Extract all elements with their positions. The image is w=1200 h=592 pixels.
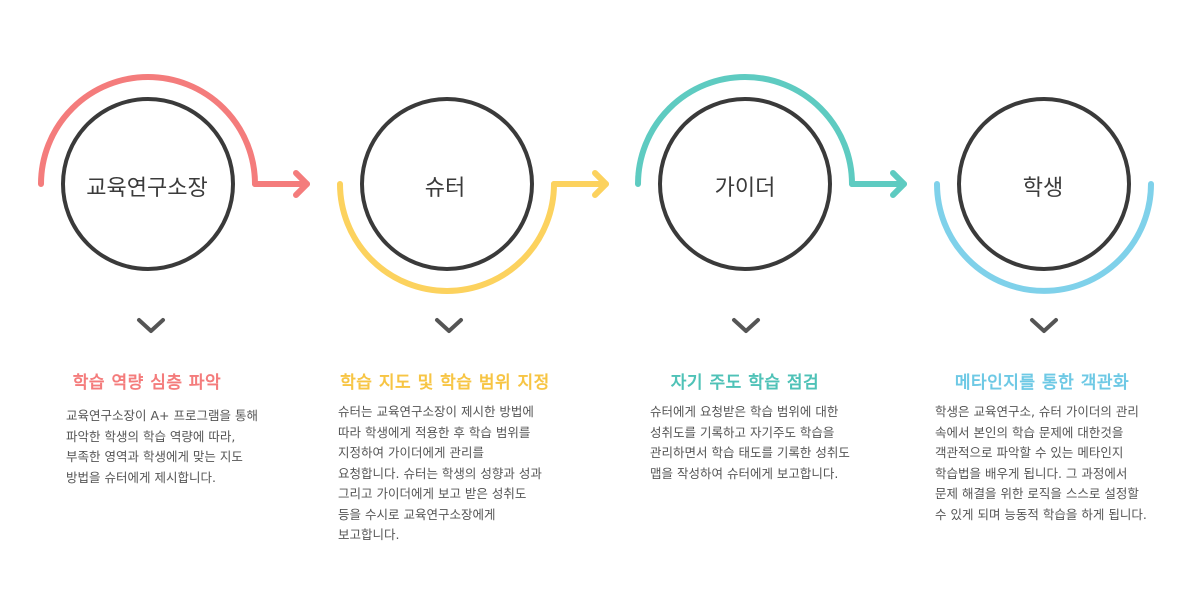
step-3-circle bbox=[658, 97, 832, 271]
step-1-arrowhead-icon bbox=[293, 170, 310, 198]
step-4-chevron-down-icon bbox=[1030, 318, 1058, 333]
step-2-circle-label: 슈터 bbox=[424, 176, 466, 201]
step-1-circle bbox=[61, 97, 235, 271]
step-3-description: 슈터에게 요청받은 학습 범위에 대한 성취도를 기록하고 자기주도 학습을 관… bbox=[650, 404, 850, 481]
step-3-title: 자기 주도 학습 점검 bbox=[670, 373, 820, 393]
step-2-arc bbox=[337, 181, 557, 294]
step-1-title: 학습 역량 심층 파악 bbox=[72, 373, 222, 393]
step-3-arrowhead-icon bbox=[890, 170, 907, 198]
step-3-circle-label: 가이더 bbox=[714, 176, 776, 201]
step-2-title: 학습 지도 및 학습 범위 지정 bbox=[340, 373, 550, 393]
step-4-title: 메타인지를 통한 객관화 bbox=[954, 373, 1130, 393]
step-3-chevron-down-icon bbox=[732, 318, 760, 333]
step-1-description: 교육연구소장이 A+ 프로그램을 통해 파악한 학생의 학습 역량에 따라, 부… bbox=[66, 408, 258, 485]
step-1-chevron-down-icon bbox=[137, 318, 165, 333]
step-2-description: 슈터는 교육연구소장이 제시한 방법에 따라 학생에게 적용한 후 학습 범위를… bbox=[338, 404, 542, 542]
step-4-circle-label: 학생 bbox=[1022, 176, 1064, 201]
step-3-arc bbox=[635, 74, 855, 187]
step-4-arc bbox=[934, 181, 1154, 294]
step-4-description: 학생은 교육연구소, 슈터 가이더의 관리 속에서 본인의 학습 문제에 대한것… bbox=[935, 404, 1147, 522]
step-2-arrowhead-icon bbox=[592, 170, 609, 198]
step-2-chevron-down-icon bbox=[435, 318, 463, 333]
step-1-circle-label: 교육연구소장 bbox=[86, 176, 208, 201]
step-1-arc bbox=[38, 74, 258, 187]
step-2-circle bbox=[360, 97, 534, 271]
step-4-circle bbox=[957, 97, 1131, 271]
